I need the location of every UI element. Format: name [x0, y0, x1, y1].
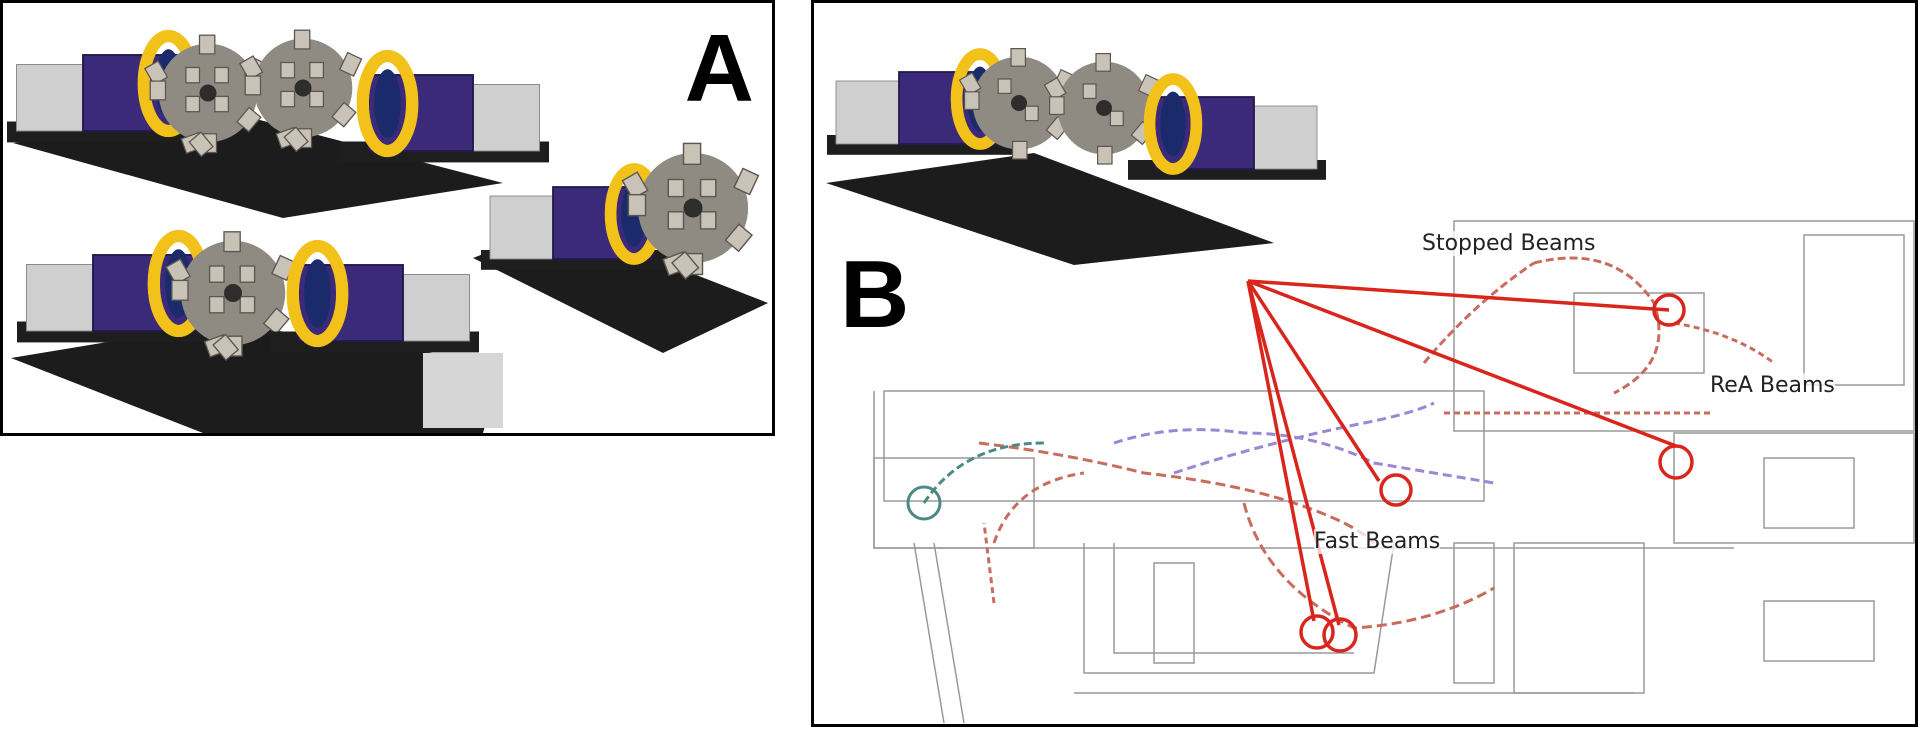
detector-array-bottom: [11, 232, 503, 433]
panel-label-b: B: [840, 241, 910, 348]
panel-a-illustration: [3, 29, 768, 433]
detector-array-right: [473, 142, 768, 353]
pointer-lines: [1246, 279, 1677, 626]
detector-array-top: [7, 29, 549, 218]
floorplan-walls: [873, 220, 1915, 724]
panel-a: A: [0, 0, 775, 436]
detector-array-b: [826, 47, 1326, 265]
facility-floorplan: [814, 47, 1915, 724]
label-rea-beams: ReA Beams: [1710, 373, 1835, 398]
label-stopped-beams: Stopped Beams: [1422, 231, 1596, 256]
label-fast-beams: Fast Beams: [1314, 529, 1441, 554]
target-circles: [1299, 293, 1694, 653]
panel-label-a: A: [684, 15, 754, 122]
panel-b: B Stopped Beams ReA Beams Fast Beams: [811, 0, 1918, 727]
